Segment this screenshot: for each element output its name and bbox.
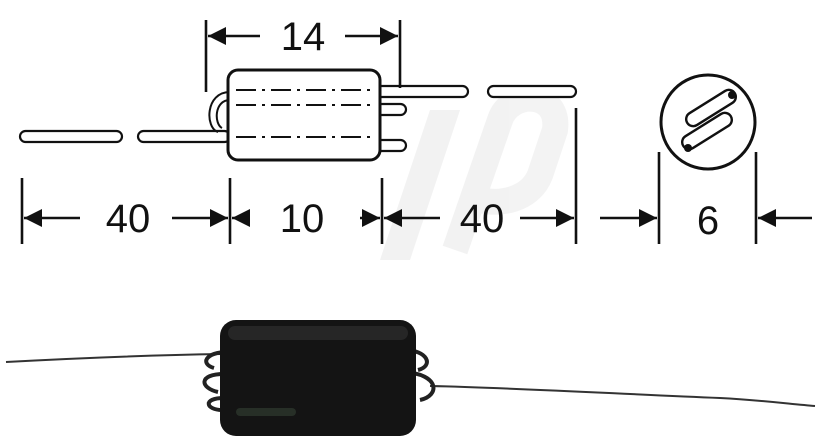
- wire-loop-left: [208, 91, 231, 133]
- right-lead-top: [374, 84, 470, 99]
- photo-ferrite-body: [220, 320, 416, 436]
- right-lead-far: [486, 84, 578, 99]
- dim-right-lead: 40: [460, 197, 505, 241]
- left-lead-outer: [18, 129, 124, 144]
- ferrite-body: [226, 68, 382, 162]
- photo-right-lead: [429, 385, 816, 407]
- dim-left-lead: 40: [106, 197, 151, 241]
- component-photo: [5, 320, 816, 436]
- technical-side-view: 14 40 10 40: [18, 15, 578, 244]
- photo-left-lead: [5, 353, 223, 363]
- dim-body-length: 14: [281, 15, 326, 59]
- dim-core-length: 10: [280, 197, 325, 241]
- left-lead-inner: [136, 129, 232, 144]
- dim-diameter: 6: [697, 199, 719, 243]
- technical-end-view: 6: [600, 73, 812, 244]
